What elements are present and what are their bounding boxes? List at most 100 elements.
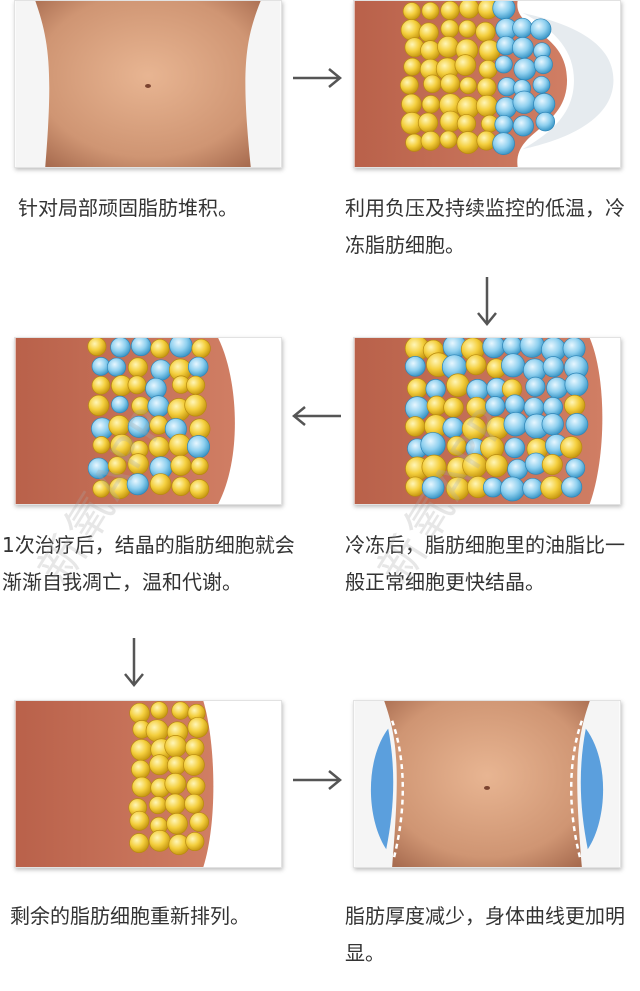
fat-cell — [184, 394, 207, 417]
fat-cell — [171, 476, 191, 496]
frozen-cell — [130, 338, 152, 357]
arrow-right-icon-2 — [291, 768, 343, 792]
fat-cell — [403, 57, 422, 76]
fat-cell — [417, 112, 439, 133]
fat-cell — [420, 130, 441, 151]
fat-cell — [405, 416, 426, 437]
arrow-down-icon-2 — [122, 636, 146, 688]
fat-cell — [185, 831, 205, 852]
fat-cell — [92, 436, 111, 454]
fat-cell — [399, 75, 419, 95]
belly-before-illustration — [15, 1, 281, 167]
step-1-caption: 针对局部顽固脂肪堆积。 — [18, 196, 238, 220]
frozen-cell — [513, 57, 536, 81]
frozen-cell — [504, 437, 525, 459]
step-1-image — [14, 0, 282, 168]
fat-cell — [148, 796, 167, 815]
fat-cell — [191, 338, 211, 359]
frozen-cell — [169, 338, 193, 358]
step-4-image — [14, 337, 282, 505]
fat-cell — [189, 479, 210, 500]
fat-cell — [129, 833, 150, 854]
fat-cell — [127, 357, 148, 378]
cooling-applicator-illustration — [354, 1, 620, 167]
frozen-cell — [565, 413, 589, 436]
fat-cells-frozen-illustration — [354, 338, 620, 504]
fat-cell — [540, 475, 564, 500]
fat-cell — [456, 131, 480, 155]
fat-cell — [131, 759, 151, 779]
frozen-cell — [187, 356, 209, 378]
fat-cells-crystallized-illustration — [15, 338, 281, 504]
step-6-caption: 脂肪厚度减少，身体曲线更加明显。 — [345, 904, 625, 965]
fat-cell — [454, 54, 477, 76]
fat-cell — [166, 812, 188, 835]
frozen-cell — [565, 458, 586, 478]
arrow-left-icon — [291, 404, 343, 428]
step-4-caption: 1次治疗后，结晶的脂肪细胞就会渐渐自我凋亡，温和代谢。 — [2, 533, 295, 594]
fat-cell — [145, 719, 169, 743]
fat-cell — [440, 1, 460, 21]
frozen-cell — [494, 114, 514, 134]
fat-cell — [130, 739, 153, 761]
frozen-cell — [522, 477, 544, 499]
step-6-image — [353, 700, 621, 868]
fat-cell — [131, 776, 153, 798]
fat-cell — [88, 394, 110, 417]
frozen-cell — [507, 458, 528, 480]
frozen-cell — [110, 338, 131, 358]
frozen-cell — [546, 377, 568, 399]
fat-cell — [458, 1, 480, 19]
fat-cell — [164, 772, 187, 795]
fat-cell — [440, 73, 461, 94]
arrow-down-icon — [475, 275, 499, 327]
fat-cell — [400, 19, 423, 41]
frozen-cell — [500, 476, 525, 502]
fat-cell — [149, 754, 170, 776]
frozen-cell — [106, 357, 127, 377]
step-5-caption: 剩余的脂肪细胞重新排列。 — [10, 904, 250, 928]
fat-cell — [149, 473, 172, 495]
frozen-cell — [111, 395, 129, 414]
fat-cell — [401, 93, 422, 115]
frozen-cell — [541, 413, 564, 436]
fat-cell — [164, 735, 187, 758]
fat-cell — [476, 77, 497, 98]
fat-cell — [421, 1, 440, 20]
frozen-cell — [542, 356, 564, 378]
arrow-right-icon — [291, 66, 343, 90]
fat-cell — [148, 829, 171, 852]
fat-cell — [107, 456, 127, 475]
fat-cell — [456, 114, 477, 134]
frozen-cell — [533, 93, 556, 116]
fat-cell — [560, 436, 583, 459]
fat-cell — [171, 701, 190, 720]
frozen-cell — [186, 435, 211, 459]
fat-cell — [439, 130, 458, 149]
fat-cell — [459, 76, 477, 95]
fat-cell — [405, 133, 424, 152]
fat-cell — [420, 40, 441, 61]
fat-cell — [421, 95, 441, 114]
fat-cell — [465, 354, 487, 376]
frozen-cell — [404, 356, 426, 377]
frozen-cell — [501, 353, 526, 378]
frozen-cell — [421, 476, 445, 499]
fat-cell — [418, 22, 439, 43]
frozen-cell — [512, 90, 536, 114]
frozen-cell — [482, 338, 506, 359]
frozen-cell — [533, 54, 553, 75]
fat-cell — [475, 94, 499, 118]
fat-cell — [166, 755, 187, 775]
frozen-cell — [512, 37, 534, 59]
step-2-caption: 利用负压及持续监控的低温，冷冻脂肪细胞。 — [345, 196, 625, 257]
fat-cell — [91, 375, 111, 395]
frozen-cell — [561, 476, 583, 498]
fat-cell — [170, 454, 192, 476]
frozen-cell — [492, 132, 515, 155]
step-2-image — [353, 0, 621, 168]
fat-cell — [129, 702, 150, 724]
fat-cell — [183, 754, 205, 776]
fat-cell — [187, 716, 209, 739]
frozen-cell — [532, 75, 551, 94]
